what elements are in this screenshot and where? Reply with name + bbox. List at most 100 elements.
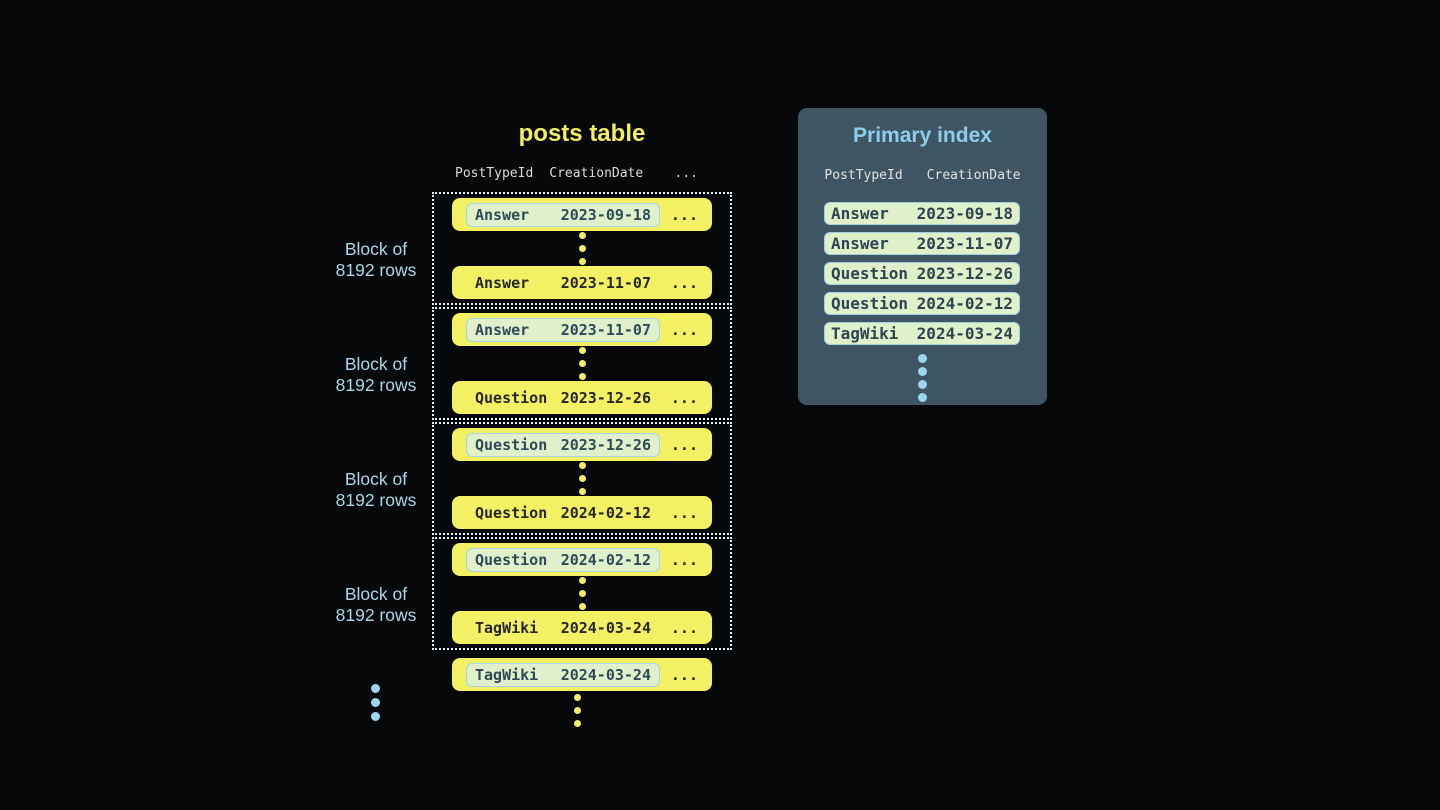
- table-row: Answer 2023-09-18 ...: [452, 198, 712, 231]
- post-type-cell: Question: [475, 388, 548, 407]
- block-label-line1: Block of: [344, 354, 408, 374]
- block-label-line2: 8192 rows: [335, 260, 417, 280]
- table-row: Answer 2023-11-07 ...: [452, 313, 712, 346]
- vertical-ellipsis-icon: [578, 232, 586, 265]
- index-row: Answer 2023-11-07: [824, 232, 1020, 255]
- dot: [578, 488, 586, 495]
- primary-index-column-headers: PostTypeId CreationDate: [798, 168, 1047, 183]
- posts-table-title: posts table: [518, 120, 646, 147]
- block-label-line1: Block of: [344, 469, 408, 489]
- more-columns-ellipsis: ...: [670, 388, 698, 407]
- post-type-cell: Answer: [831, 204, 889, 223]
- more-columns-ellipsis: ...: [670, 273, 698, 292]
- dot: [578, 360, 586, 367]
- dot: [578, 347, 586, 354]
- table-row: Question 2023-12-26 ...: [452, 381, 712, 414]
- dot: [578, 603, 586, 610]
- more-columns-ellipsis: ...: [670, 435, 698, 454]
- vertical-ellipsis-icon: [578, 577, 586, 610]
- more-rows-ellipsis-icon: [574, 694, 581, 727]
- block-label-line1: Block of: [344, 584, 408, 604]
- dot: [578, 590, 586, 597]
- more-columns-ellipsis: ...: [670, 503, 698, 522]
- block-label-line1: Block of: [344, 239, 408, 259]
- block-label-line2: 8192 rows: [335, 490, 417, 510]
- index-row: Question 2024-02-12: [824, 292, 1020, 315]
- dot: [574, 694, 581, 701]
- primary-index-title: Primary index: [853, 124, 992, 147]
- more-columns-ellipsis: ...: [670, 618, 698, 637]
- more-blocks-ellipsis-icon: [371, 684, 380, 721]
- more-columns-ellipsis: ...: [670, 550, 698, 569]
- table-row: TagWiki 2024-03-24 ...: [452, 611, 712, 644]
- table-row: Question 2024-02-12 ...: [452, 496, 712, 529]
- block-label-2: Block of 8192 rows: [306, 354, 446, 396]
- dot: [578, 373, 586, 380]
- table-row: Question 2024-02-12 ...: [452, 543, 712, 576]
- creation-date-cell: 2023-11-07: [560, 320, 651, 339]
- creation-date-cell: 2024-03-24: [560, 618, 651, 637]
- column-header-more-ellipsis: ...: [674, 166, 698, 181]
- dot: [578, 577, 586, 584]
- post-type-cell: TagWiki: [831, 324, 899, 343]
- index-row: Answer 2023-09-18: [824, 202, 1020, 225]
- table-row: Answer 2023-11-07 ...: [452, 266, 712, 299]
- creation-date-cell: 2023-12-26: [560, 435, 651, 454]
- post-type-cell: Question: [831, 294, 909, 313]
- post-type-cell: Answer: [475, 320, 530, 339]
- creation-date-cell: 2024-02-12: [916, 294, 1013, 313]
- index-mark-highlight: Answer 2023-11-07: [466, 317, 660, 342]
- index-row: Question 2023-12-26: [824, 262, 1020, 285]
- post-type-cell: Answer: [475, 205, 530, 224]
- post-type-cell: Answer: [475, 273, 530, 292]
- dot: [918, 393, 927, 402]
- primary-index-rows: Answer 2023-09-18 Answer 2023-11-07 Ques…: [824, 202, 1020, 345]
- post-type-cell: Question: [475, 435, 548, 454]
- creation-date-cell: 2024-02-12: [560, 503, 651, 522]
- row-block-1: Answer 2023-09-18 ... Answer 2023-11-07 …: [432, 192, 732, 305]
- row-fields: Question 2024-02-12: [466, 501, 660, 525]
- dot: [574, 707, 581, 714]
- dot: [578, 258, 586, 265]
- post-type-cell: Question: [475, 550, 548, 569]
- creation-date-cell: 2023-11-07: [916, 234, 1013, 253]
- dot: [918, 367, 927, 376]
- creation-date-cell: 2023-12-26: [916, 264, 1013, 283]
- creation-date-cell: 2023-11-07: [560, 273, 651, 292]
- index-mark-highlight: TagWiki 2024-03-24: [466, 662, 660, 687]
- column-header-posttypeid: PostTypeId: [824, 168, 903, 183]
- block-label-line2: 8192 rows: [335, 605, 417, 625]
- row-fields: Answer 2023-11-07: [466, 271, 660, 295]
- dot: [578, 232, 586, 239]
- creation-date-cell: 2023-09-18: [916, 204, 1013, 223]
- dot: [371, 684, 380, 693]
- dot: [918, 354, 927, 363]
- vertical-ellipsis-icon: [578, 462, 586, 495]
- block-label-line2: 8192 rows: [335, 375, 417, 395]
- row-block-3: Question 2023-12-26 ... Question 2024-02…: [432, 422, 732, 535]
- dot: [574, 720, 581, 727]
- index-mark-highlight: Question 2023-12-26: [466, 432, 660, 457]
- creation-date-cell: 2024-03-24: [916, 324, 1013, 343]
- dot: [918, 380, 927, 389]
- dot: [578, 245, 586, 252]
- more-index-entries-ellipsis-icon: [798, 354, 1047, 402]
- row-block-2: Answer 2023-11-07 ... Question 2023-12-2…: [432, 307, 732, 420]
- post-type-cell: TagWiki: [475, 665, 539, 684]
- more-columns-ellipsis: ...: [670, 665, 698, 684]
- row-fields: TagWiki 2024-03-24: [466, 616, 660, 640]
- dot: [371, 698, 380, 707]
- post-type-cell: Question: [831, 264, 909, 283]
- block-label-1: Block of 8192 rows: [306, 239, 446, 281]
- block-label-3: Block of 8192 rows: [306, 469, 446, 511]
- post-type-cell: TagWiki: [475, 618, 539, 637]
- column-header-creationdate: CreationDate: [549, 166, 644, 181]
- column-header-creationdate: CreationDate: [926, 168, 1021, 183]
- posts-table-column-headers: PostTypeId CreationDate ...: [432, 166, 732, 181]
- creation-date-cell: 2024-02-12: [560, 550, 651, 569]
- more-columns-ellipsis: ...: [670, 205, 698, 224]
- vertical-ellipsis-icon: [578, 347, 586, 380]
- column-header-posttypeid: PostTypeId: [455, 166, 534, 181]
- index-mark-highlight: Question 2024-02-12: [466, 547, 660, 572]
- block-label-4: Block of 8192 rows: [306, 584, 446, 626]
